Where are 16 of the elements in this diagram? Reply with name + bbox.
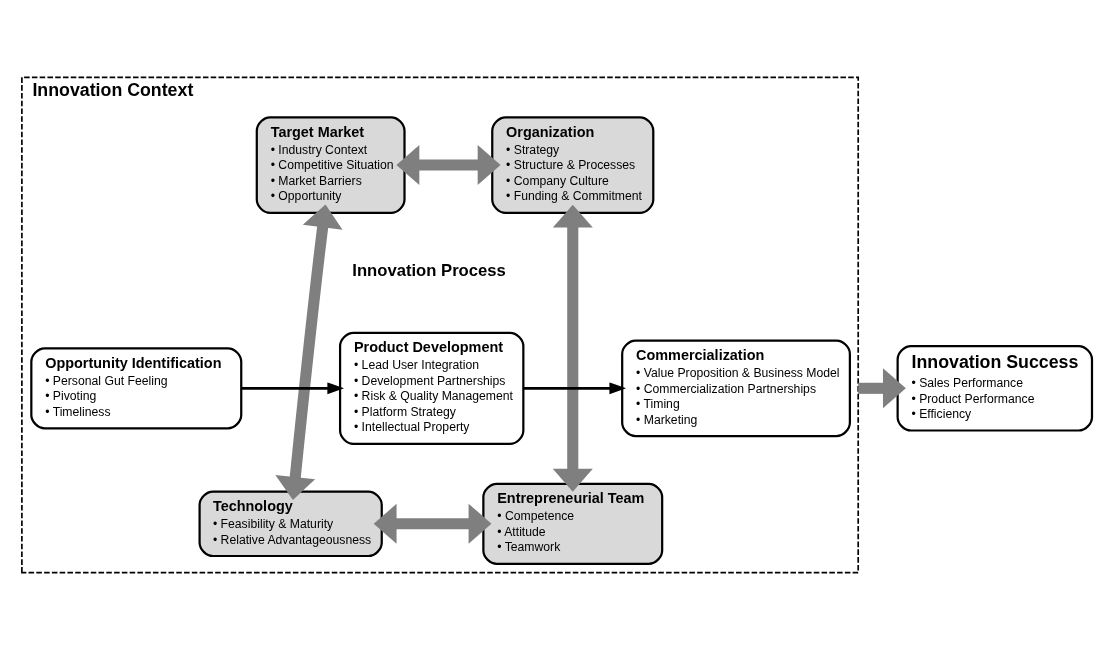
arrow (523, 382, 627, 395)
arrow (858, 368, 906, 409)
node-box: Entrepreneurial Team • Competence • Attitude • Teamwork (482, 482, 664, 565)
node-box: Organization • Strategy • Structure & Processes • Company Culture • Funding & Commitment (491, 116, 655, 214)
arrow (373, 503, 492, 544)
arrow (396, 145, 501, 186)
node-box: Opportunity Identification • Personal Gut Feeling • Pivoting • Timeliness (30, 347, 243, 430)
node-box: Commercialization • Value Proposition & Business Model • Commercialization Partnerships • Timing • Marketing (621, 339, 851, 438)
arrow (552, 204, 593, 492)
node-box: Technology • Feasibility & Maturity • Relative Advantageousness (198, 490, 383, 558)
node-box: Innovation Success • Sales Performance • Product Performance • Efficiency (896, 345, 1094, 432)
node-box: Target Market • Industry Context • Competitive Situation • Market Barriers • Opportunity (255, 116, 406, 214)
node-box: Product Development • Lead User Integration • Development Partnerships • Risk & Quality Management • Platform Strategy • Intellectual Property (338, 331, 525, 445)
arrow (241, 382, 345, 395)
arrow (275, 204, 343, 500)
label: Innovation Process (352, 260, 506, 280)
